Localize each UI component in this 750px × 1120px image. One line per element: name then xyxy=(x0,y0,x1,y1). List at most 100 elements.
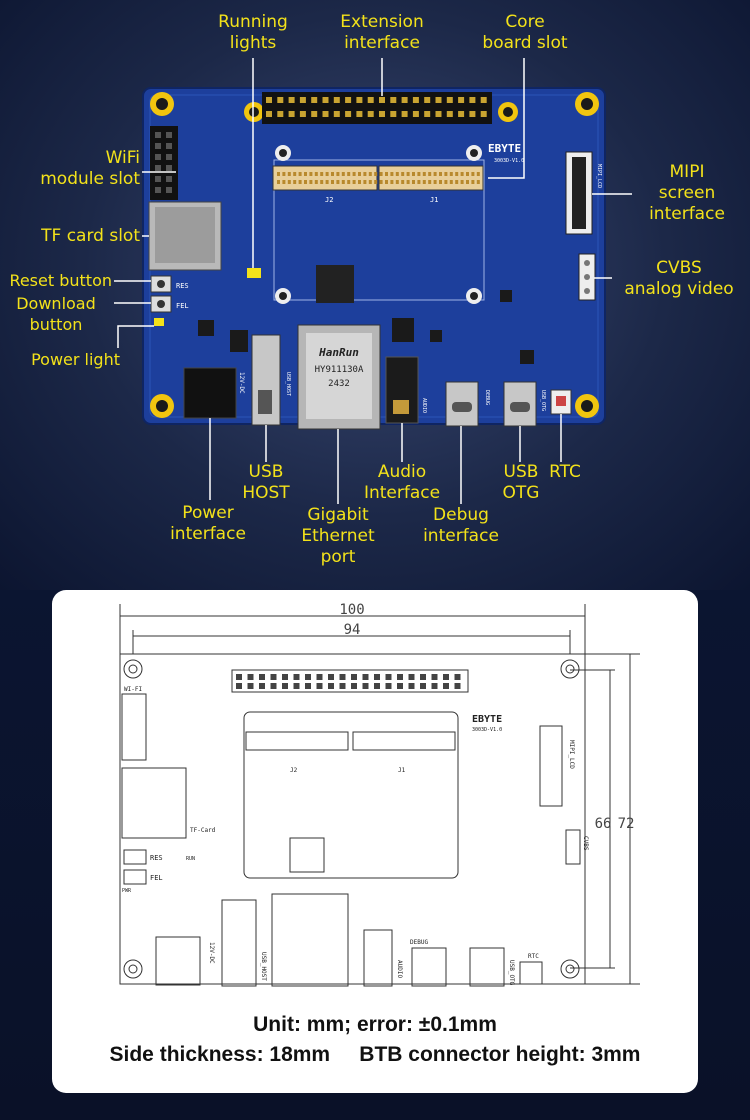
pin xyxy=(395,172,399,176)
pin xyxy=(345,111,352,117)
pin xyxy=(247,683,254,689)
drawing-card xyxy=(52,590,698,1093)
j2-label: J2 xyxy=(325,196,333,204)
pin xyxy=(362,683,369,689)
pin xyxy=(406,172,410,176)
pin xyxy=(444,172,448,176)
pin xyxy=(412,111,419,117)
pin xyxy=(282,180,286,184)
pin xyxy=(466,180,469,184)
pin xyxy=(417,180,421,184)
pin xyxy=(304,180,307,184)
pin xyxy=(270,674,277,680)
pin xyxy=(480,97,487,103)
pin xyxy=(458,111,465,117)
pin xyxy=(288,111,295,117)
pin xyxy=(314,172,318,176)
pin xyxy=(379,180,383,184)
pin xyxy=(299,111,306,117)
pin xyxy=(316,683,323,689)
pin xyxy=(374,180,378,184)
pin xyxy=(408,683,415,689)
pin xyxy=(385,180,388,184)
pin xyxy=(385,172,388,176)
pin xyxy=(309,180,313,184)
dimension-drawing: 100 94 66 72 EBYTE 3003D-V1.0 J2 J1 WI-F… xyxy=(119,602,640,987)
pin xyxy=(358,172,361,176)
svg-text:RTC: RTC xyxy=(528,953,539,960)
label-power-light: Power light xyxy=(31,350,120,369)
pin xyxy=(293,180,297,184)
svg-text:FEL: FEL xyxy=(150,874,163,882)
pin xyxy=(277,111,284,117)
label-tf-card-slot: TF card slot xyxy=(41,226,140,246)
pin xyxy=(374,172,378,176)
pin xyxy=(356,111,363,117)
pin xyxy=(412,180,415,184)
pin xyxy=(476,172,480,176)
pin xyxy=(390,172,394,176)
j1-label: J1 xyxy=(430,196,438,204)
pin xyxy=(166,176,172,182)
pin xyxy=(420,683,426,689)
svg-text:DEBUG: DEBUG xyxy=(410,939,428,946)
pin xyxy=(166,143,172,149)
pin xyxy=(277,180,280,184)
pin xyxy=(363,172,367,176)
svg-text:RES: RES xyxy=(176,282,189,290)
pin xyxy=(347,180,351,184)
pin xyxy=(277,97,284,103)
svg-text:PWR: PWR xyxy=(122,888,132,894)
pin xyxy=(469,97,476,103)
pin xyxy=(266,111,272,117)
pin xyxy=(320,180,324,184)
dim-width-outer: 100 xyxy=(339,602,364,618)
pin xyxy=(259,683,265,689)
pin xyxy=(270,683,277,689)
svg-text:FEL: FEL xyxy=(176,302,189,310)
pin xyxy=(339,674,346,680)
pin xyxy=(322,111,329,117)
pin xyxy=(298,180,302,184)
pin xyxy=(449,180,453,184)
pin xyxy=(454,674,461,680)
svg-text:USB_HOST: USB_HOST xyxy=(260,952,267,981)
pin xyxy=(443,683,449,689)
pin xyxy=(298,172,302,176)
svg-text:WI-FI: WI-FI xyxy=(124,686,142,693)
pin xyxy=(347,172,351,176)
note-thickness-btb: Side thickness: 18mm BTB connector heigh… xyxy=(109,1043,641,1066)
pin xyxy=(395,180,399,184)
pin xyxy=(417,172,421,176)
pin xyxy=(412,172,415,176)
svg-text:J1: J1 xyxy=(398,767,406,774)
pin xyxy=(401,180,405,184)
callout-lines xyxy=(114,58,632,504)
soc-chip xyxy=(316,265,354,303)
pin xyxy=(325,172,329,176)
label-download-button: Download button xyxy=(16,294,96,334)
pin xyxy=(374,683,380,689)
svg-text:12V-DC: 12V-DC xyxy=(238,372,245,394)
pin xyxy=(287,172,291,176)
brand-label: EBYTE xyxy=(488,142,521,155)
pin xyxy=(408,674,415,680)
label-wifi-module-slot: WiFi module slot xyxy=(40,148,140,189)
pin xyxy=(266,97,272,103)
label-power-interface: Power interface xyxy=(170,503,246,544)
wifi-slot xyxy=(150,126,178,200)
label-reset-button: Reset button xyxy=(9,271,112,290)
pin xyxy=(480,111,487,117)
pin xyxy=(341,172,345,176)
btb-connector-j1 xyxy=(378,165,484,191)
pin xyxy=(439,172,442,176)
pin xyxy=(466,172,469,176)
pin xyxy=(433,172,437,176)
svg-text:USB_OTG: USB_OTG xyxy=(508,960,515,986)
pin xyxy=(385,683,392,689)
pin xyxy=(311,97,318,103)
pin xyxy=(367,97,374,103)
svg-text:USB_OTG: USB_OTG xyxy=(540,390,546,411)
pin xyxy=(374,674,380,680)
drawing-board-outline xyxy=(119,653,586,985)
